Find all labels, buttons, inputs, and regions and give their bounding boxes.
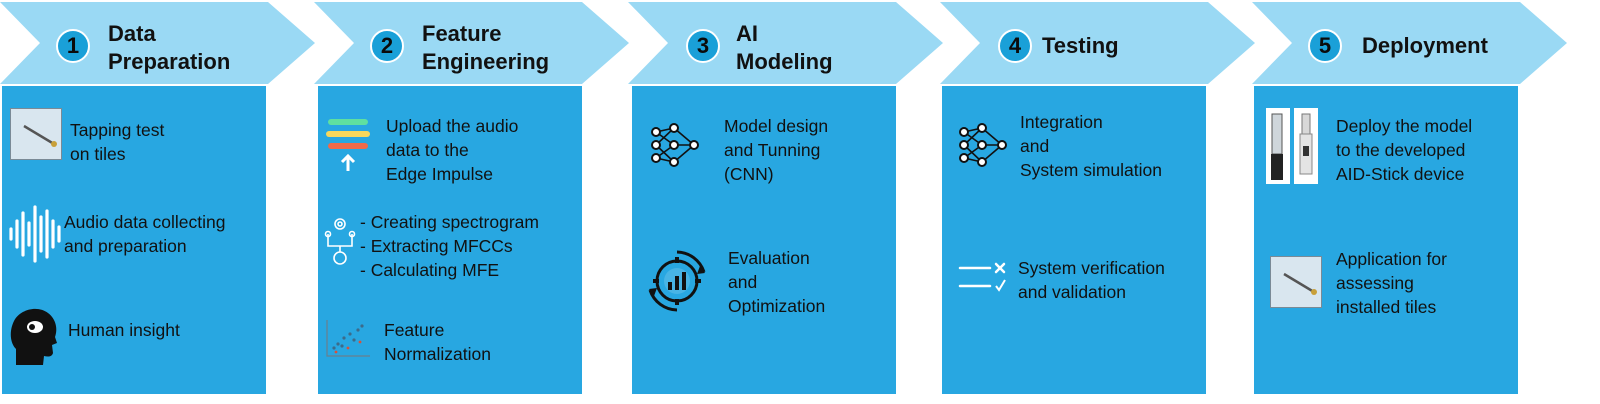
optimization-gear-icon bbox=[648, 250, 706, 312]
stage-3-item-1-text: Model design and Tunning (CNN) bbox=[724, 116, 829, 184]
stage-1-item-2-text: Audio data collecting and preparation bbox=[64, 212, 226, 256]
stage-3-panel bbox=[632, 86, 896, 394]
stage-2-item-3-text: Feature Normalization bbox=[384, 320, 491, 364]
stage-3-number-badge: 3 bbox=[686, 29, 720, 63]
stage-4-title: Testing bbox=[1042, 33, 1119, 58]
stage-2-panel bbox=[318, 86, 582, 394]
stage-3-title: AI Modeling bbox=[736, 21, 833, 74]
stage-2-title: Feature Engineering bbox=[422, 21, 550, 74]
stage-5-number-badge: 5 bbox=[1308, 29, 1342, 63]
stage-3-chevron bbox=[628, 2, 943, 84]
stage-3-item-2-text: Evaluation and Optimization bbox=[728, 248, 826, 316]
stage-1-number-badge: 1 bbox=[56, 29, 90, 63]
tapping-stick-photo-icon bbox=[1270, 256, 1322, 308]
stage-4-panel bbox=[942, 86, 1206, 394]
human-head-icon bbox=[10, 308, 58, 365]
neural-network-icon bbox=[959, 123, 1007, 167]
stage-1-item-1-text: Tapping test on tiles bbox=[70, 120, 165, 164]
stage-2-number-badge: 2 bbox=[370, 29, 404, 63]
stage-3: 3 AI Modeling Model design and Tunning (… bbox=[628, 0, 943, 404]
stage-2-chevron bbox=[314, 2, 629, 84]
tapping-stick-photo-icon bbox=[10, 108, 62, 160]
processing-gears-icon bbox=[324, 218, 356, 265]
stage-4-number-badge: 4 bbox=[998, 29, 1032, 63]
upload-layers-icon bbox=[326, 119, 370, 171]
stage-4-item-2-text: System verification and validation bbox=[1018, 258, 1165, 302]
neural-network-icon bbox=[651, 123, 699, 167]
stage-5-item-2-text: Application for assessing installed tile… bbox=[1336, 249, 1447, 317]
device-photo-icon bbox=[1266, 108, 1318, 184]
stage-1-item-3-text: Human insight bbox=[68, 320, 180, 340]
stage-4: 4 Testing Integration and System simulat… bbox=[940, 0, 1255, 404]
stage-1: 1 Data Preparation Tapping test on tiles… bbox=[0, 0, 315, 404]
stage-4-item-1-text: Integration and System simulation bbox=[1020, 112, 1162, 180]
stage-5-item-1-text: Deploy the model to the developed AID-St… bbox=[1336, 116, 1473, 184]
stage-2: 2 Feature Engineering Upload the audio d… bbox=[314, 0, 629, 404]
stage-2-item-2-text: - Creating spectrogram - Extracting MFCC… bbox=[360, 212, 539, 280]
scatter-plot-icon bbox=[326, 320, 370, 357]
audio-waveform-icon bbox=[9, 205, 61, 263]
stage-1-chevron bbox=[0, 2, 315, 84]
stage-4-chevron bbox=[940, 2, 1255, 84]
stage-5-title: Deployment bbox=[1362, 33, 1488, 58]
checklist-icon bbox=[958, 262, 1006, 292]
stage-5-chevron bbox=[1252, 2, 1567, 84]
stage-1-title: Data Preparation bbox=[108, 21, 231, 74]
stage-5: 5 Deployment Deploy the model to the dev… bbox=[1252, 0, 1567, 404]
stage-2-item-1-text: Upload the audio data to the Edge Impuls… bbox=[386, 116, 519, 184]
